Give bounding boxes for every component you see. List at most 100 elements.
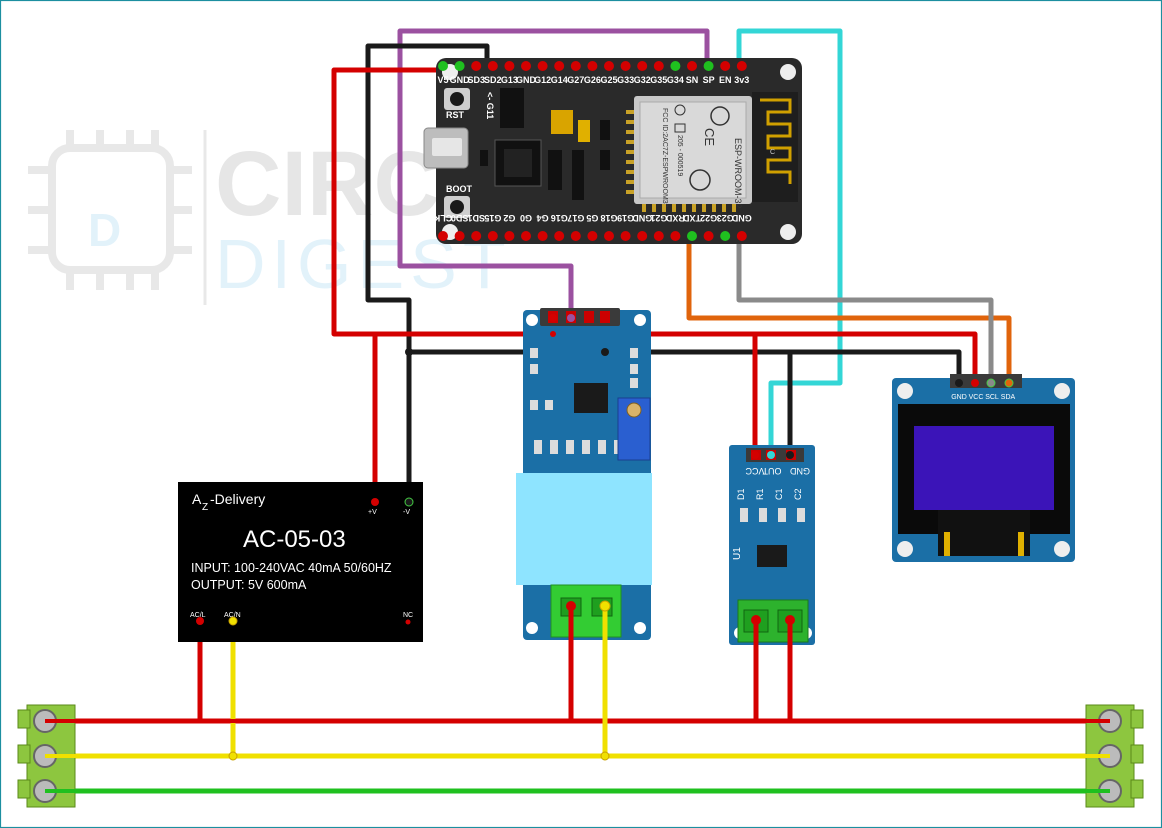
mount-hole xyxy=(1054,541,1070,557)
esp32-bottom-pin-label: G18 xyxy=(600,213,617,223)
psu-pin-nc-label: NC xyxy=(403,612,413,619)
wire-purple xyxy=(397,28,710,321)
acs712-chip xyxy=(757,545,787,567)
esp32-top-pin-label: SD3 xyxy=(467,75,485,85)
esp32-bottom-pin-label: G5 xyxy=(586,213,598,223)
esp32-bottom-pin-label: G4 xyxy=(537,213,549,223)
acs-ic-label: U1 xyxy=(732,547,743,560)
mount-hole xyxy=(526,622,538,634)
ce-mark: CE xyxy=(702,128,717,146)
boot-button xyxy=(444,196,470,218)
esp32-top-pin-label: SD2 xyxy=(484,75,502,85)
mount-hole xyxy=(897,383,913,399)
esp32-top-pin xyxy=(554,61,565,71)
esp32-top-pin-label: G25 xyxy=(600,75,617,85)
rst-label: RST xyxy=(446,110,465,120)
esp32-top-pin xyxy=(487,61,498,71)
esp32-top-pin-label: G13 xyxy=(501,75,518,85)
esp32-top-pin xyxy=(620,61,631,71)
mount-hole xyxy=(897,541,913,557)
regulator xyxy=(500,88,524,128)
module-label: ESP-WROOM-32 xyxy=(733,138,743,209)
esp32-top-pin xyxy=(670,61,681,71)
psu-brand-rest: -Delivery xyxy=(210,491,265,507)
r-code-label: 205 - 000519 xyxy=(676,135,683,176)
esp32-bottom-pin xyxy=(736,231,747,241)
esp32-bottom-pin-label: GND xyxy=(731,213,752,223)
esp32-bottom-pin xyxy=(687,231,697,241)
esp32-top-pin-label: EN xyxy=(719,75,732,85)
esp32-bottom-pin xyxy=(471,231,482,241)
esp32-bottom-pin-label: CLK xyxy=(433,213,452,223)
mount-hole xyxy=(634,314,646,326)
fcc-logo-icon xyxy=(674,104,686,116)
esp32-top-pin-label: G33 xyxy=(617,75,634,85)
esp32-top-pin xyxy=(504,61,515,71)
esp32-bottom-pin-label: G2 xyxy=(503,213,515,223)
esp32-top-pin-label: GND xyxy=(450,75,471,85)
voltage-transformer xyxy=(516,473,652,585)
esp32-top-pin-label: V5 xyxy=(437,75,448,85)
esp32-top-pin-label: G14 xyxy=(551,75,568,85)
psu-pin-acl-label: AC/L xyxy=(190,612,206,619)
oled-pin-label: SCL xyxy=(985,394,999,401)
psu-output-spec: OUTPUT: 5V 600mA xyxy=(191,578,307,592)
acs-pin-label: GND xyxy=(790,466,811,476)
psu-brand-z: Z xyxy=(202,502,208,513)
esp32-top-pin xyxy=(537,61,548,71)
watermark-line1: CIRC xyxy=(215,133,440,235)
boot-label: BOOT xyxy=(446,184,473,194)
esp32-top-pin-label: SN xyxy=(686,75,699,85)
esp32-top-pin xyxy=(653,61,664,71)
esp32-top-pin xyxy=(720,61,731,71)
mount-hole xyxy=(780,64,796,80)
psu-pin-acn-label: AC/N xyxy=(224,612,241,619)
capacitor xyxy=(551,110,573,134)
esp32-top-pin-label: G12 xyxy=(534,75,551,85)
wire-cyan xyxy=(736,28,843,455)
esp32-bottom-pin-label: G23 xyxy=(717,213,734,223)
fcc-id-label: FCC ID:2AC7Z-ESPWROOM32 xyxy=(661,108,668,208)
psu-input-spec: INPUT: 100-240VAC 40mA 50/60HZ xyxy=(191,561,392,575)
esp32-bottom-pin-label: G16 xyxy=(551,213,568,223)
esp32-bottom-pin xyxy=(720,231,731,241)
esp32-top-pin xyxy=(587,61,598,71)
esp32-bottom-pin xyxy=(637,231,648,241)
esp32-bottom-pin-label: G15 xyxy=(484,213,501,223)
wire-endpoints xyxy=(45,314,1110,793)
antenna-trace xyxy=(760,98,792,184)
esp32-bottom-pin xyxy=(504,231,515,241)
esp32-bottom-pin xyxy=(570,231,581,241)
esp32-bottom-pin xyxy=(620,231,631,241)
esp32-top-pin xyxy=(521,61,531,71)
esp32-top-pin-label: G35 xyxy=(650,75,667,85)
esp32-bottom-pin xyxy=(604,231,614,241)
esp32-bottom-pin xyxy=(521,231,531,241)
esp32-top-pin xyxy=(736,61,747,71)
acs-component-label: R1 xyxy=(755,488,765,500)
esp32-bottom-pin-label: G22 xyxy=(700,213,717,223)
opamp-chip xyxy=(574,383,608,413)
mount-hole xyxy=(780,224,796,240)
esp32-bottom-pin-label: G21 xyxy=(650,213,667,223)
c-mark: C xyxy=(770,149,775,156)
wire-orange xyxy=(686,229,1012,386)
esp32-bottom-pin-label: G0 xyxy=(520,213,532,223)
transistor xyxy=(548,150,562,190)
acs-component-label: C1 xyxy=(774,488,784,500)
psu-model: AC-05-03 xyxy=(243,526,346,553)
acs-component-label: D1 xyxy=(736,488,746,500)
esp32-top-pin xyxy=(438,61,448,71)
esp32-bottom-pin xyxy=(670,231,681,241)
esp32-top-pin xyxy=(703,61,714,71)
psu-brand-a: A xyxy=(192,491,202,507)
esp32-top-pin-label: 3v3 xyxy=(734,75,749,85)
esp32-bottom-pin xyxy=(487,231,498,241)
mount-hole xyxy=(634,622,646,634)
esp32-top-pin xyxy=(604,61,614,71)
esp32-bottom-pin xyxy=(653,231,664,241)
